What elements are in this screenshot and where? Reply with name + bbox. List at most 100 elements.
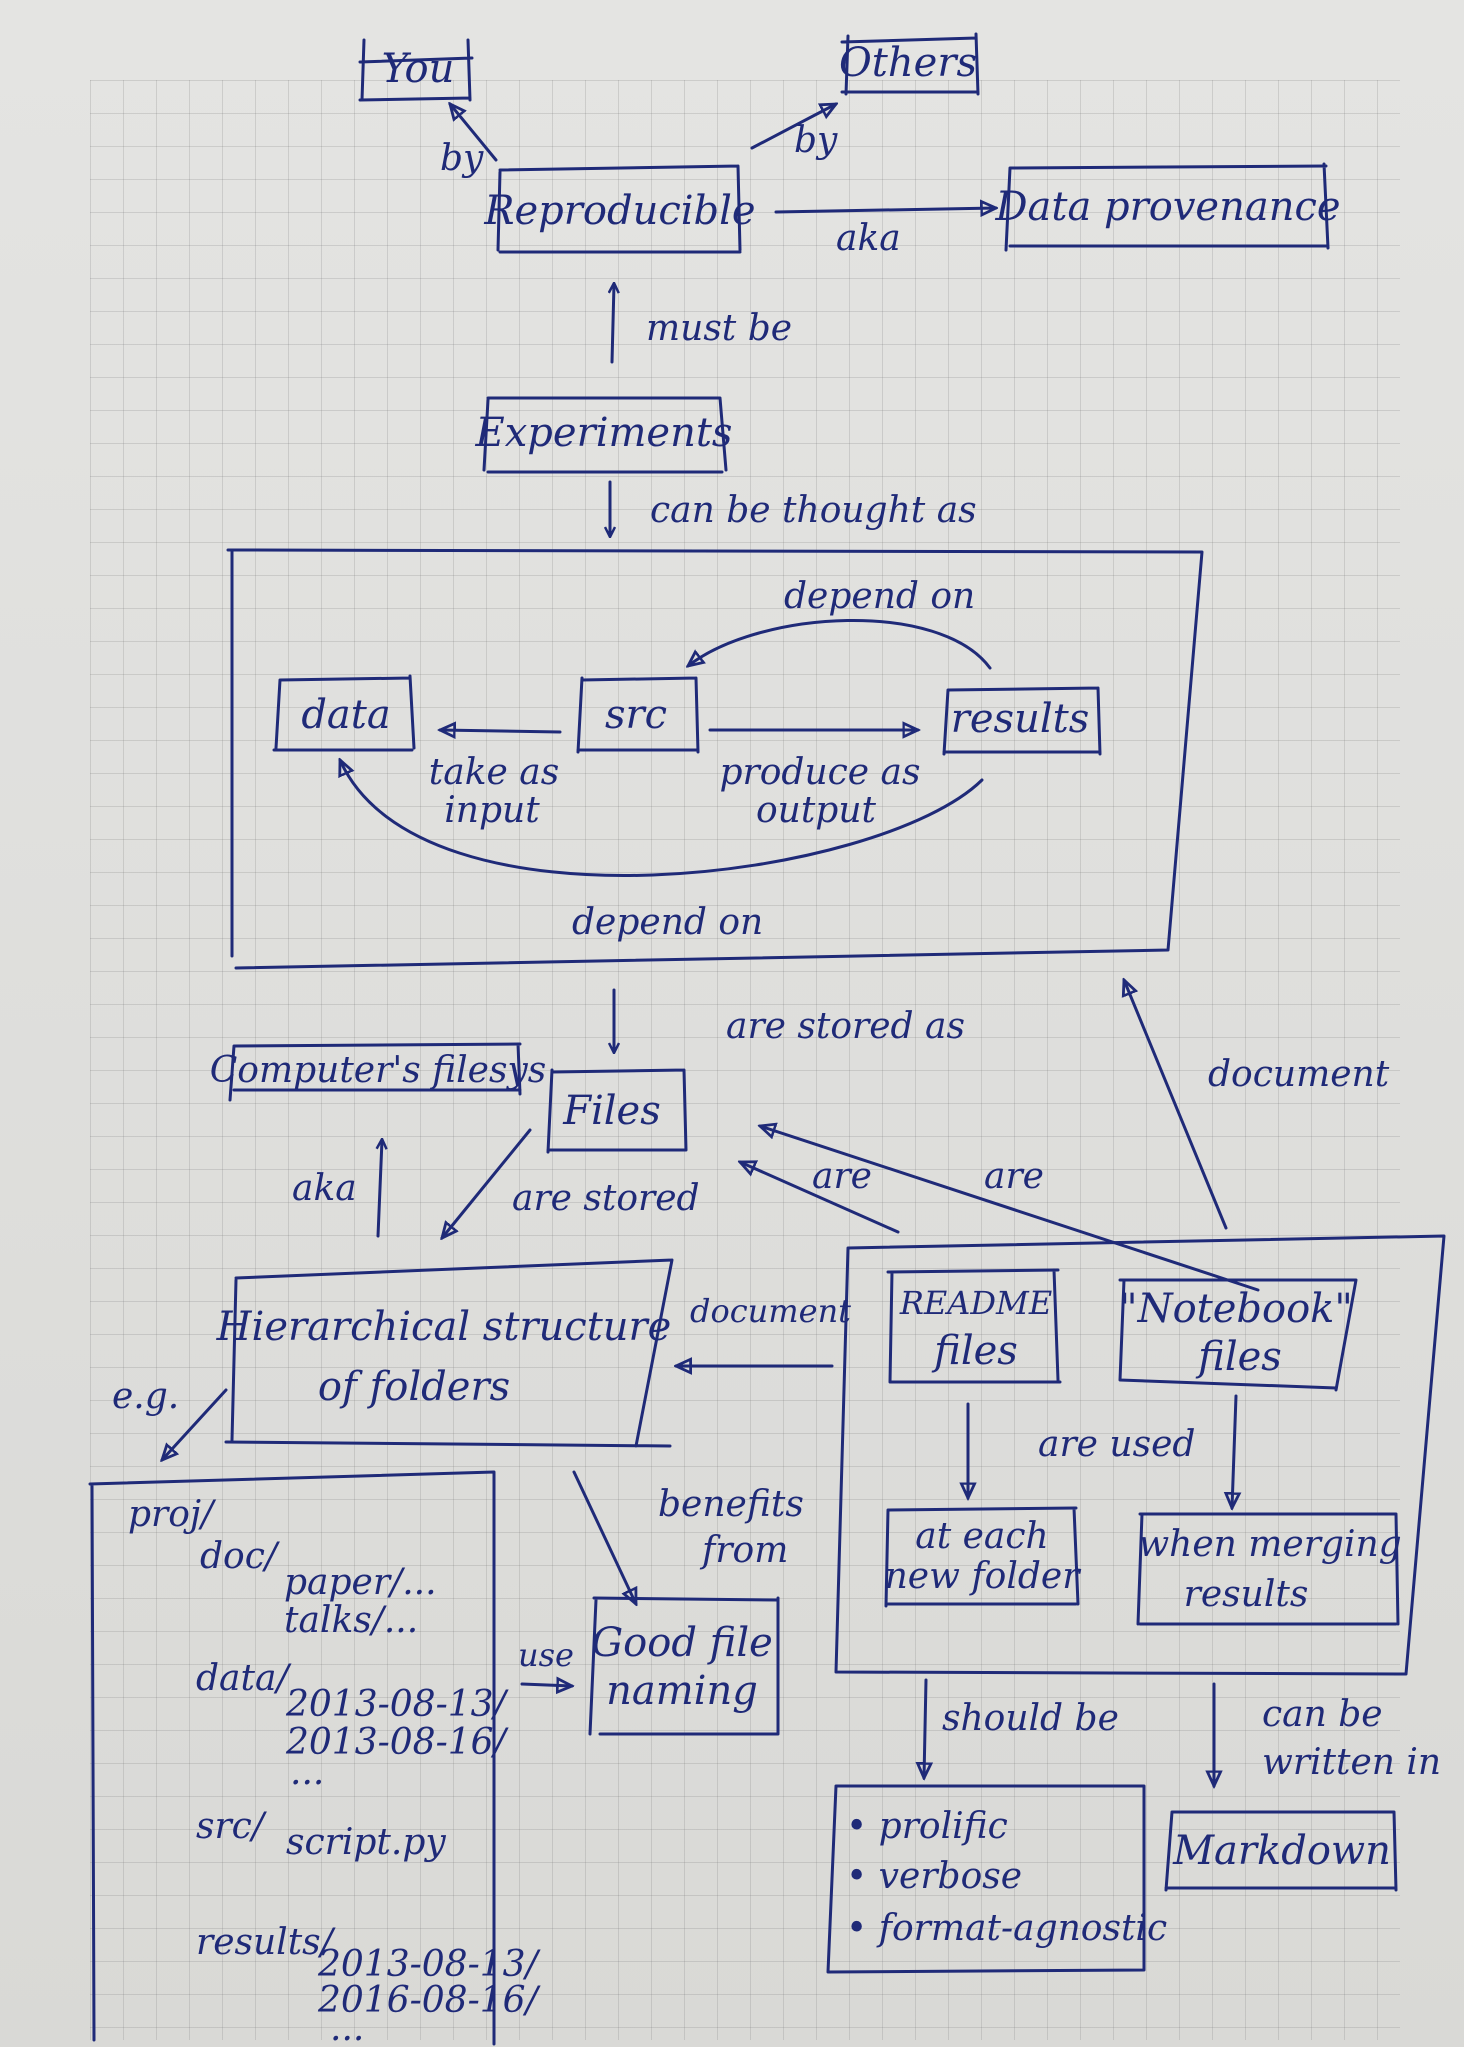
label-take-as-line1: take as: [429, 752, 559, 793]
node-merging-line2: results: [1184, 1574, 1309, 1615]
label-benefits-line2: from: [699, 1530, 788, 1571]
tree-line: 2013-08-13/: [285, 1684, 510, 1725]
label-produce-as-line2: output: [756, 790, 877, 831]
tree-line: talks/...: [284, 1600, 418, 1641]
label-depend-on-bottom: depend on: [572, 902, 763, 943]
node-you: You: [382, 46, 455, 92]
label-benefits-line1: benefits: [658, 1484, 804, 1525]
tree-line: proj/: [128, 1494, 217, 1535]
label-use: use: [518, 1636, 574, 1674]
node-experiments: Experiments: [475, 410, 733, 456]
tree-line: src/: [196, 1806, 268, 1847]
arrow-hierarchy-to-tree: [162, 1388, 228, 1460]
label-can-be-line1: can be: [1262, 1694, 1383, 1735]
label-by-you: by: [440, 138, 484, 179]
node-notebook-line2: files: [1195, 1334, 1282, 1380]
label-aka-provenance: aka: [836, 218, 901, 259]
label-can-be-line2: written in: [1262, 1742, 1441, 1783]
node-notebook-line1: "Notebook": [1119, 1286, 1353, 1332]
tree-line: ...: [330, 2008, 364, 2047]
label-document-left: document: [690, 1292, 851, 1330]
label-must-be: must be: [646, 308, 792, 349]
box-experiments: [482, 396, 728, 474]
label-are-2: are: [984, 1156, 1044, 1197]
node-files: Files: [562, 1088, 661, 1134]
tree-line: 2013-08-16/: [285, 1722, 510, 1763]
node-each-folder-line1: at each: [915, 1516, 1049, 1557]
box-notebook: [1118, 1278, 1358, 1392]
node-others: Others: [839, 40, 977, 86]
node-data-provenance: Data provenance: [994, 184, 1340, 230]
arrow-hierarchy-to-filesys: [378, 1140, 382, 1238]
node-good-naming-line2: naming: [606, 1668, 758, 1714]
label-produce-as-line1: produce as: [719, 752, 920, 793]
box-you: [358, 38, 474, 102]
bullet-item: • prolific: [846, 1806, 1008, 1847]
label-eg: e.g.: [112, 1376, 179, 1417]
graph-paper-grid: [90, 80, 1400, 2040]
frame-experiment-model: [226, 548, 1204, 970]
label-depend-on-top: depend on: [784, 576, 975, 617]
box-data: [272, 674, 416, 752]
node-reproducible: Reproducible: [483, 188, 755, 234]
arrow-src-to-data: [440, 730, 562, 732]
label-take-as-line2: input: [444, 790, 540, 831]
bullet-item: • verbose: [846, 1856, 1022, 1897]
arrow-reproducible-to-you: [450, 104, 498, 162]
node-hierarchy-line2: of folders: [318, 1364, 510, 1410]
arrow-files-to-hierarchy: [442, 1128, 532, 1238]
node-readme-line2: files: [931, 1328, 1018, 1374]
tree-line: 2013-08-13/: [317, 1944, 542, 1985]
frame-tree: [88, 1470, 496, 2046]
box-each-folder: [884, 1506, 1080, 1608]
arrow-use-to-good-naming: [520, 1684, 572, 1686]
label-document-right: document: [1208, 1054, 1390, 1095]
node-readme-line1: README: [899, 1284, 1052, 1322]
box-results: [942, 686, 1102, 756]
box-src: [576, 676, 700, 754]
node-src: src: [605, 692, 667, 738]
tree-line: 2016-08-16/: [317, 1980, 542, 2021]
tree-line: script.py: [286, 1822, 446, 1863]
box-hierarchy: [224, 1258, 674, 1448]
label-are-stored: are stored: [512, 1178, 700, 1219]
arrow-notebook-to-files: [760, 1126, 1260, 1292]
arrow-tree-to-good-naming: [572, 1470, 638, 1604]
label-should-be: should be: [942, 1698, 1119, 1739]
arrow-readme-to-files: [740, 1162, 900, 1234]
box-files: [546, 1068, 688, 1154]
box-data-provenance: [1004, 162, 1330, 252]
frame-readme-notebook: [834, 1234, 1446, 1676]
arrow-reproducible-to-others: [750, 104, 836, 150]
arrow-should-be: [924, 1678, 926, 1778]
node-hierarchy-line1: Hierarchical structure: [216, 1304, 672, 1350]
label-are-used: are used: [1038, 1424, 1195, 1465]
box-readme: [886, 1268, 1062, 1384]
tree-line: ...: [290, 1752, 324, 1793]
box-reproducible: [496, 164, 742, 254]
tree-line: doc/: [200, 1536, 281, 1577]
arrow-reproducible-to-provenance: [774, 208, 996, 212]
box-merging: [1136, 1512, 1400, 1626]
tree-line: paper/...: [284, 1562, 437, 1603]
node-merging-line1: when merging: [1138, 1524, 1401, 1565]
tree-line: results/: [196, 1922, 337, 1963]
label-can-be-thought-as: can be thought as: [650, 490, 977, 531]
label-by-others: by: [794, 120, 838, 161]
box-bullets: [826, 1784, 1146, 1974]
node-results: results: [951, 696, 1089, 742]
label-are-1: are: [812, 1156, 872, 1197]
tree-line: data/: [196, 1658, 292, 1699]
bullet-item: • format-agnostic: [846, 1908, 1167, 1949]
box-computers-filesys: [228, 1042, 522, 1102]
node-data: data: [301, 692, 390, 738]
arrow-results-to-data-curve: [340, 760, 984, 877]
arrow-experiments-to-reproducible: [612, 284, 614, 364]
box-markdown: [1164, 1810, 1398, 1892]
node-each-folder-line2: new folder: [885, 1556, 1082, 1597]
node-markdown: Markdown: [1172, 1828, 1391, 1874]
box-good-naming: [588, 1596, 780, 1736]
label-aka-filesys: aka: [292, 1168, 357, 1209]
